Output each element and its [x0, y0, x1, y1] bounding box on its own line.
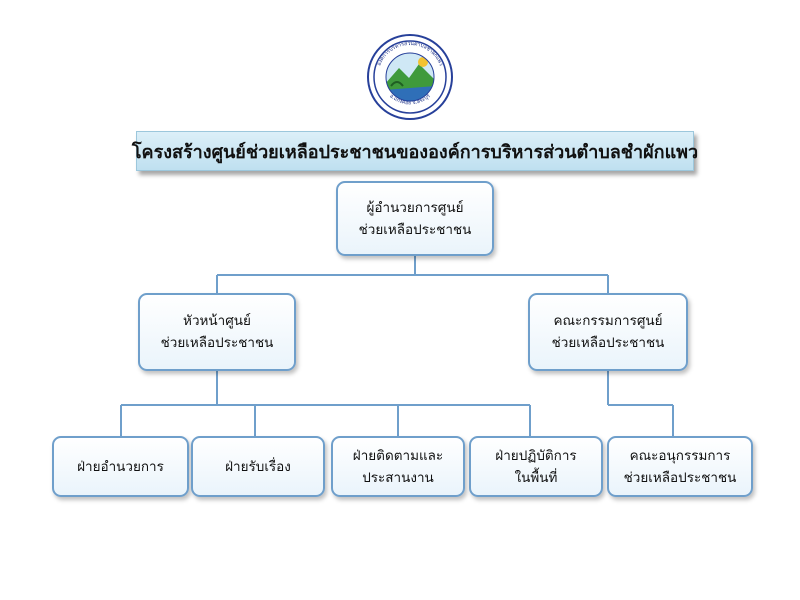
committee-label-line2: ช่วยเหลือประชาชน: [551, 335, 665, 351]
subcommittee-label-line2: ช่วยเหลือประชาชน: [623, 469, 737, 486]
committee-label-line1: คณะกรรมการศูนย์: [553, 313, 663, 329]
committee-node: คณะกรรมการศูนย์ ช่วยเหลือประชาชน: [528, 293, 688, 371]
followup-unit-node: ฝ่ายติดตามและ ประสานงาน: [331, 436, 465, 497]
director-node: ผู้อำนวยการศูนย์ ช่วยเหลือประชาชน: [336, 181, 494, 256]
followup-unit-label-line1: ฝ่ายติดตามและ: [352, 447, 444, 464]
complaints-unit-node: ฝ่ายรับเรื่อง: [191, 436, 325, 497]
subcommittee-node: คณะอนุกรรมการ ช่วยเหลือประชาชน: [607, 436, 753, 497]
admin-unit-label: ฝ่ายอำนวยการ: [77, 458, 164, 475]
field-unit-node: ฝ่ายปฏิบัติการ ในพื้นที่: [469, 436, 603, 497]
center-head-label-line2: ช่วยเหลือประชาชน: [160, 335, 274, 351]
followup-unit-label-line2: ประสานงาน: [362, 469, 434, 486]
chart-title-banner: โครงสร้างศูนย์ช่วยเหลือประชาชนขององค์การ…: [132, 131, 698, 171]
subcommittee-label-line1: คณะอนุกรรมการ: [629, 447, 731, 464]
director-label-line2: ช่วยเหลือประชาชน: [358, 221, 472, 238]
center-head-label-line1: หัวหน้าศูนย์: [183, 313, 251, 329]
field-unit-label-line2: ในพื้นที่: [514, 469, 558, 486]
admin-unit-node: ฝ่ายอำนวยการ: [52, 436, 189, 497]
center-head-node: หัวหน้าศูนย์ ช่วยเหลือประชาชน: [138, 293, 296, 371]
field-unit-label-line1: ฝ่ายปฏิบัติการ: [495, 447, 577, 464]
director-label-line1: ผู้อำนวยการศูนย์: [366, 199, 464, 216]
complaints-unit-label: ฝ่ายรับเรื่อง: [225, 458, 291, 475]
organization-seal-logo: องค์การบริหารส่วนตำบลชำผักแพว อ.แก่งคอย …: [367, 34, 453, 120]
